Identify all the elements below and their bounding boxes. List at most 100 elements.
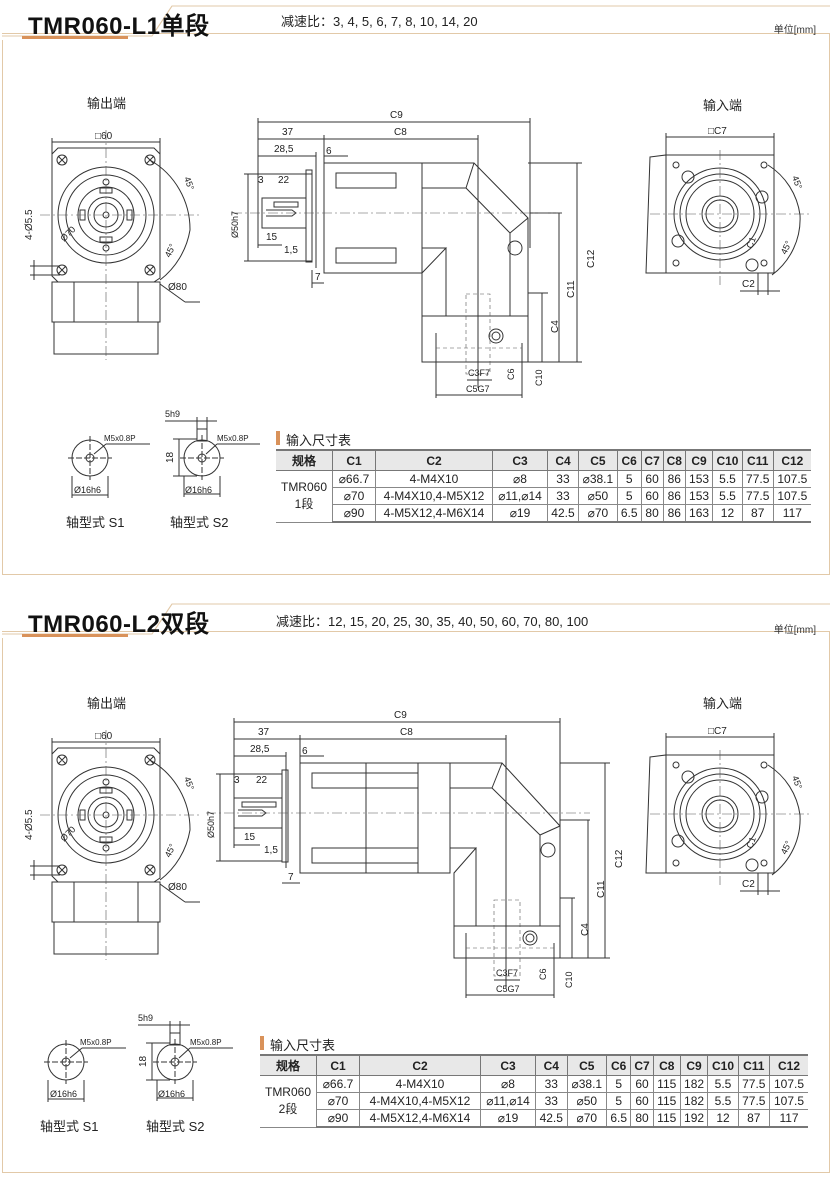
svg-text:45°: 45° xyxy=(182,775,196,792)
page-title: TMR060-L1单段 xyxy=(28,13,210,40)
svg-text:C1: C1 xyxy=(744,835,757,849)
input-dim-table: 规格 C1 C2 C3 C4 C5 C6 C7 C8 C9 C10 C11 C1… xyxy=(260,1054,808,1128)
ratio-label: 减速比： xyxy=(276,614,329,629)
svg-text:C8: C8 xyxy=(394,127,407,138)
input-dim-table: 规格 C1 C2 C3 C4 C5 C6 C7 C8 C9 C10 C11 C1… xyxy=(276,449,811,523)
section-l1: TMR060-L1单段 减速比：3, 4, 5, 6, 7, 8, 10, 14… xyxy=(0,0,832,580)
input-end-drawing: □C7 C1 C2 45° 45° xyxy=(645,126,810,295)
svg-text:22: 22 xyxy=(278,175,290,186)
svg-text:1,5: 1,5 xyxy=(264,845,278,856)
input-dim-table-title: 输入尺寸表 xyxy=(276,430,351,449)
ratio-values: 12, 15, 20, 25, 30, 35, 40, 50, 60, 70, … xyxy=(328,614,589,629)
svg-text:7: 7 xyxy=(315,272,321,283)
svg-text:C3F7: C3F7 xyxy=(468,368,490,378)
title-underline xyxy=(22,634,128,637)
side-view-drawing: C9 37 C8 28,5 6 3 22 15 1,5 7 Ø50h7 C12 … xyxy=(230,110,597,398)
output-end-drawing: □60 4-Ø5.5 Ø70 Ø80 45° 45° xyxy=(24,130,200,360)
svg-text:Ø16h6: Ø16h6 xyxy=(158,1089,185,1099)
svg-text:Ø16h6: Ø16h6 xyxy=(74,485,101,495)
svg-text:□C7: □C7 xyxy=(708,726,727,737)
svg-text:Ø50h7: Ø50h7 xyxy=(230,211,240,238)
svg-text:15: 15 xyxy=(244,832,256,843)
output-end-drawing: □60 4-Ø5.5 Ø70 Ø80 45° 45° xyxy=(24,730,200,960)
svg-text:4-Ø5.5: 4-Ø5.5 xyxy=(24,809,35,840)
svg-text:Ø50h7: Ø50h7 xyxy=(206,811,216,838)
svg-text:C10: C10 xyxy=(564,971,574,988)
shaft-s2-drawing: 5h9 18 M5x0.8P Ø16h6 xyxy=(165,409,260,497)
svg-text:C12: C12 xyxy=(586,249,597,268)
dim-angle-2: 45° xyxy=(163,242,178,259)
svg-text:37: 37 xyxy=(258,727,270,738)
page-title: TMR060-L2双段 xyxy=(28,611,210,638)
svg-text:Ø16h6: Ø16h6 xyxy=(50,1089,77,1099)
svg-text:C11: C11 xyxy=(596,880,607,898)
svg-text:3: 3 xyxy=(258,175,264,186)
input-end-label: 输入端 xyxy=(703,696,743,711)
svg-text:45°: 45° xyxy=(790,174,804,191)
svg-text:C4: C4 xyxy=(580,923,591,936)
svg-text:Ø80: Ø80 xyxy=(168,882,187,893)
svg-text:C11: C11 xyxy=(566,280,577,298)
dim-angle-1: 45° xyxy=(182,175,196,192)
title-underline xyxy=(22,36,128,39)
reduction-ratio: 减速比：12, 15, 20, 25, 30, 35, 40, 50, 60, … xyxy=(276,611,588,630)
side-view-drawing: C9 37 C8 28,5 6 3 22 15 1,5 7 Ø50h7 C12 … xyxy=(206,710,625,998)
svg-text:M5x0.8P: M5x0.8P xyxy=(104,434,136,443)
table-header-row: 规格 C1 C2 C3 C4 C5 C6 C7 C8 C9 C10 C11 C1… xyxy=(276,449,811,471)
svg-text:18: 18 xyxy=(165,451,176,463)
input-end-label: 输入端 xyxy=(703,98,743,113)
svg-text:C5G7: C5G7 xyxy=(466,384,490,394)
svg-text:C8: C8 xyxy=(400,727,413,738)
svg-text:15: 15 xyxy=(266,232,278,243)
table-header-row: 规格 C1 C2 C3 C4 C5 C6 C7 C8 C9 C10 C11 C1… xyxy=(260,1054,808,1076)
shaft-s1-drawing: M5x0.8P Ø16h6 xyxy=(44,1038,126,1102)
ratio-values: 3, 4, 5, 6, 7, 8, 10, 14, 20 xyxy=(333,14,478,29)
output-end-label: 输出端 xyxy=(87,696,127,711)
dim-flange-dia: Ø80 xyxy=(168,282,187,293)
svg-text:C9: C9 xyxy=(390,110,403,121)
svg-text:45°: 45° xyxy=(163,842,178,859)
shaft-s1-drawing: M5x0.8P Ø16h6 xyxy=(68,434,150,498)
svg-text:5h9: 5h9 xyxy=(138,1013,153,1023)
svg-text:C1: C1 xyxy=(744,235,757,249)
svg-text:C2: C2 xyxy=(742,279,755,290)
section-l2: TMR060-L2双段 减速比：12, 15, 20, 25, 30, 35, … xyxy=(0,598,832,1178)
shaft-s2-caption: 轴型式 S2 xyxy=(146,1119,205,1134)
svg-text:C6: C6 xyxy=(506,368,516,380)
svg-text:M5x0.8P: M5x0.8P xyxy=(217,434,249,443)
svg-text:18: 18 xyxy=(138,1055,149,1067)
svg-text:5h9: 5h9 xyxy=(165,409,180,419)
svg-text:28,5: 28,5 xyxy=(274,144,294,155)
input-dim-table-title: 输入尺寸表 xyxy=(260,1035,335,1054)
svg-text:C5G7: C5G7 xyxy=(496,984,520,994)
svg-text:45°: 45° xyxy=(790,774,804,791)
svg-text:7: 7 xyxy=(288,872,294,883)
output-end-label: 输出端 xyxy=(87,96,127,111)
unit-label: 单位[mm] xyxy=(773,25,816,36)
svg-text:C10: C10 xyxy=(534,369,544,386)
svg-text:C2: C2 xyxy=(742,879,755,890)
svg-text:□60: □60 xyxy=(95,731,113,742)
svg-text:Ø16h6: Ø16h6 xyxy=(185,485,212,495)
reduction-ratio: 减速比：3, 4, 5, 6, 7, 8, 10, 14, 20 xyxy=(281,11,478,30)
svg-text:3: 3 xyxy=(234,775,240,786)
input-end-drawing: □C7 C1 C2 45° 45° xyxy=(645,726,810,895)
svg-text:C6: C6 xyxy=(538,968,548,980)
svg-text:C9: C9 xyxy=(394,710,407,721)
shaft-s1-caption: 轴型式 S1 xyxy=(40,1119,99,1134)
dim-square-60: □60 xyxy=(95,131,113,142)
svg-text:M5x0.8P: M5x0.8P xyxy=(80,1038,112,1047)
svg-text:M5x0.8P: M5x0.8P xyxy=(190,1038,222,1047)
svg-text:6: 6 xyxy=(326,146,332,157)
svg-text:6: 6 xyxy=(302,746,308,757)
svg-text:C12: C12 xyxy=(614,849,625,868)
ratio-label: 减速比： xyxy=(281,14,334,29)
